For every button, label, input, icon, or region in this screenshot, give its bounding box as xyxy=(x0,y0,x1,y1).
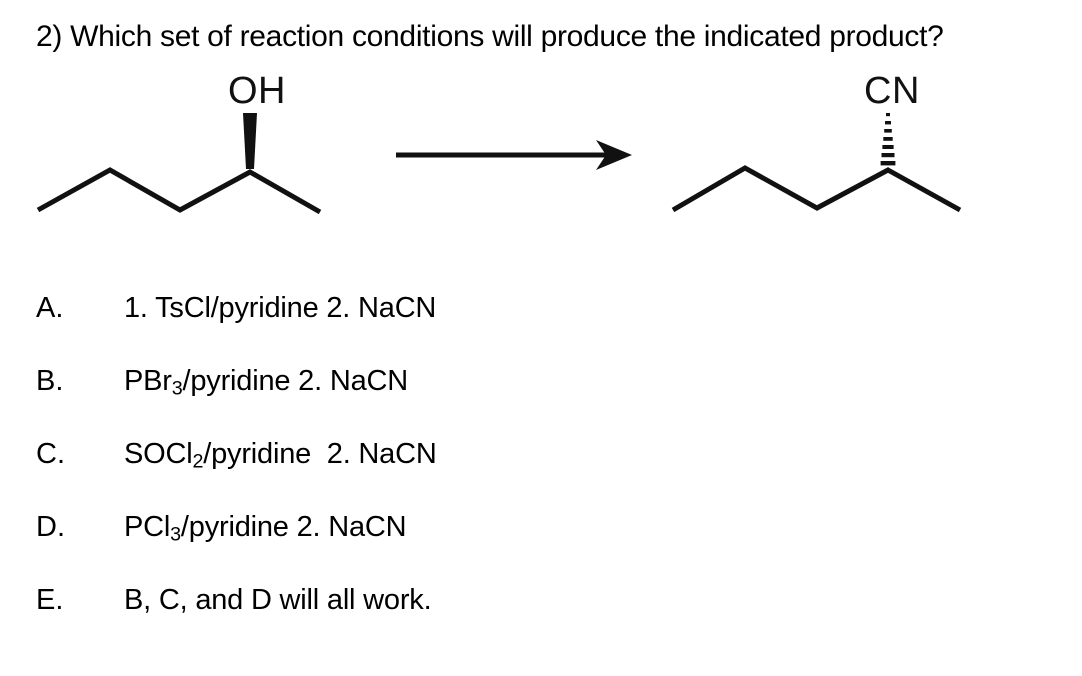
answer-choice-a[interactable]: A. 1. TsCl/pyridine 2. NaCN xyxy=(0,288,1082,361)
reaction-arrow-icon xyxy=(396,140,632,170)
formula-subscript: 2 xyxy=(192,450,204,473)
answer-text: B, C, and D will all work. xyxy=(124,580,432,620)
answer-choice-c[interactable]: C. SOCl2/pyridine 2. NaCN xyxy=(0,434,1082,507)
formula-subscript: 3 xyxy=(170,523,181,546)
reaction-scheme-svg: OH CN xyxy=(36,70,962,215)
reaction-scheme: OH CN xyxy=(0,55,1082,235)
formula-text: 1. TsCl/pyridine 2. NaCN xyxy=(124,292,437,324)
formula-text: B, C, and D will all work. xyxy=(124,584,432,616)
answer-letter: A. xyxy=(36,292,64,324)
arrow-head xyxy=(596,140,632,170)
formula-text: PCl xyxy=(124,511,171,543)
product-carbon-skeleton xyxy=(671,165,962,213)
answer-letter: B. xyxy=(36,365,64,397)
answer-text: 1. TsCl/pyridine 2. NaCN xyxy=(124,288,436,328)
answer-letter: D. xyxy=(36,511,65,543)
reactant-carbon-skeleton xyxy=(36,167,322,215)
product-structure: CN xyxy=(671,70,962,213)
answer-letter: E. xyxy=(36,584,64,616)
formula-subscript: 3 xyxy=(171,377,183,400)
formula-text: /pyridine 2. NaCN xyxy=(182,365,409,397)
reactant-label-OH: OH xyxy=(228,70,286,112)
answer-choice-b[interactable]: B. PBr3/pyridine 2. NaCN xyxy=(0,361,1082,434)
formula-text: /pyridine 2. NaCN xyxy=(203,438,437,470)
answer-choice-e[interactable]: E. B, C, and D will all work. xyxy=(0,580,1082,653)
answer-text: PCl3/pyridine 2. NaCN xyxy=(124,507,407,547)
formula-text: /pyridine 2. NaCN xyxy=(180,511,407,543)
reactant-structure: OH xyxy=(36,70,322,215)
answer-text: PBr3/pyridine 2. NaCN xyxy=(124,361,408,401)
answer-text: SOCl2/pyridine 2. NaCN xyxy=(124,434,437,474)
formula-text: PBr xyxy=(124,365,172,397)
hashed-wedge-bond xyxy=(880,113,896,166)
answer-letter: C. xyxy=(36,438,65,470)
answer-choice-d[interactable]: D. PCl3/pyridine 2. NaCN xyxy=(0,507,1082,580)
product-label-CN: CN xyxy=(864,70,920,112)
bold-wedge-bond xyxy=(243,113,257,169)
formula-text: SOCl xyxy=(124,438,193,470)
question-text: 2) Which set of reaction conditions will… xyxy=(36,20,944,53)
